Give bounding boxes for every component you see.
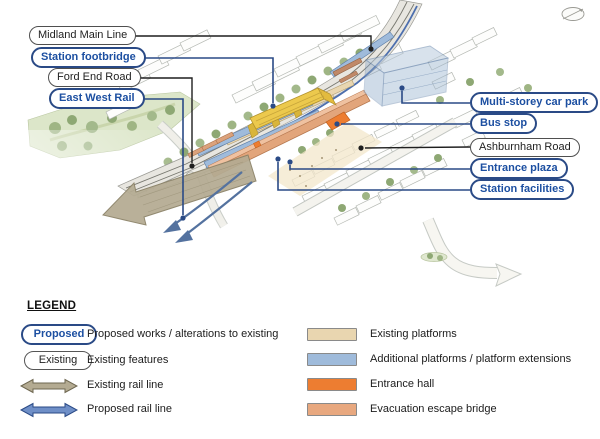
callout-east-west-rail: East West Rail: [49, 88, 145, 109]
entrance-hall: [253, 111, 351, 149]
swatch-existing-platforms: [307, 328, 357, 341]
legend-label-additional-platforms: Additional platforms / platform extensio…: [370, 353, 572, 365]
callout-entrance-plaza: Entrance plaza: [470, 158, 568, 179]
station-plan-illustration: [0, 0, 600, 300]
station-footbridge-structure: [247, 87, 337, 139]
callout-ashburnham-road: Ashburnham Road: [470, 138, 580, 157]
swatch-entrance-hall: [307, 378, 357, 391]
legend-label-evacuation-bridge: Evacuation escape bridge: [370, 403, 497, 415]
leader-lines: [125, 35, 471, 221]
existing-rail-arrow: [102, 154, 257, 226]
legend-label-proposed-works: Proposed works / alterations to existing: [87, 328, 279, 340]
callout-multi-storey-car-park: Multi-storey car park: [470, 92, 599, 113]
exit-road: [420, 217, 523, 287]
legend-label-existing-rail-line: Existing rail line: [87, 379, 164, 391]
legend-sample-existing: Existing: [24, 351, 92, 370]
callout-station-footbridge: Station footbridge: [31, 47, 146, 68]
swatch-evacuation-bridge: [307, 403, 357, 416]
existing-rail-line-arrow-icon: [20, 378, 78, 394]
proposed-rail-arrows: [163, 171, 253, 243]
callout-ford-end-road: Ford End Road: [48, 68, 141, 87]
north-arrow-icon: [561, 7, 585, 21]
fade-bottom: [150, 215, 600, 300]
proposed-rail-line-arrow-icon: [20, 402, 78, 418]
legend-label-entrance-hall: Entrance hall: [370, 378, 435, 390]
callout-station-facilities: Station facilities: [470, 179, 575, 200]
swatch-additional-platforms: [307, 353, 357, 366]
legend-sample-proposed: Proposed: [21, 324, 97, 345]
multi-storey-car-park-box: [363, 45, 450, 107]
existing-rail-arrow-tracks: [139, 161, 251, 213]
callout-midland-main-line: Midland Main Line: [29, 26, 137, 45]
legend-label-proposed-rail-line: Proposed rail line: [87, 403, 172, 415]
north-gantry: [332, 57, 363, 84]
legend-title: LEGEND: [27, 300, 77, 312]
legend-label-existing-features: Existing features: [87, 354, 169, 366]
entrance-plaza-area: [268, 122, 382, 196]
callout-bus-stop: Bus stop: [470, 113, 538, 134]
legend-label-existing-platforms: Existing platforms: [370, 328, 457, 340]
